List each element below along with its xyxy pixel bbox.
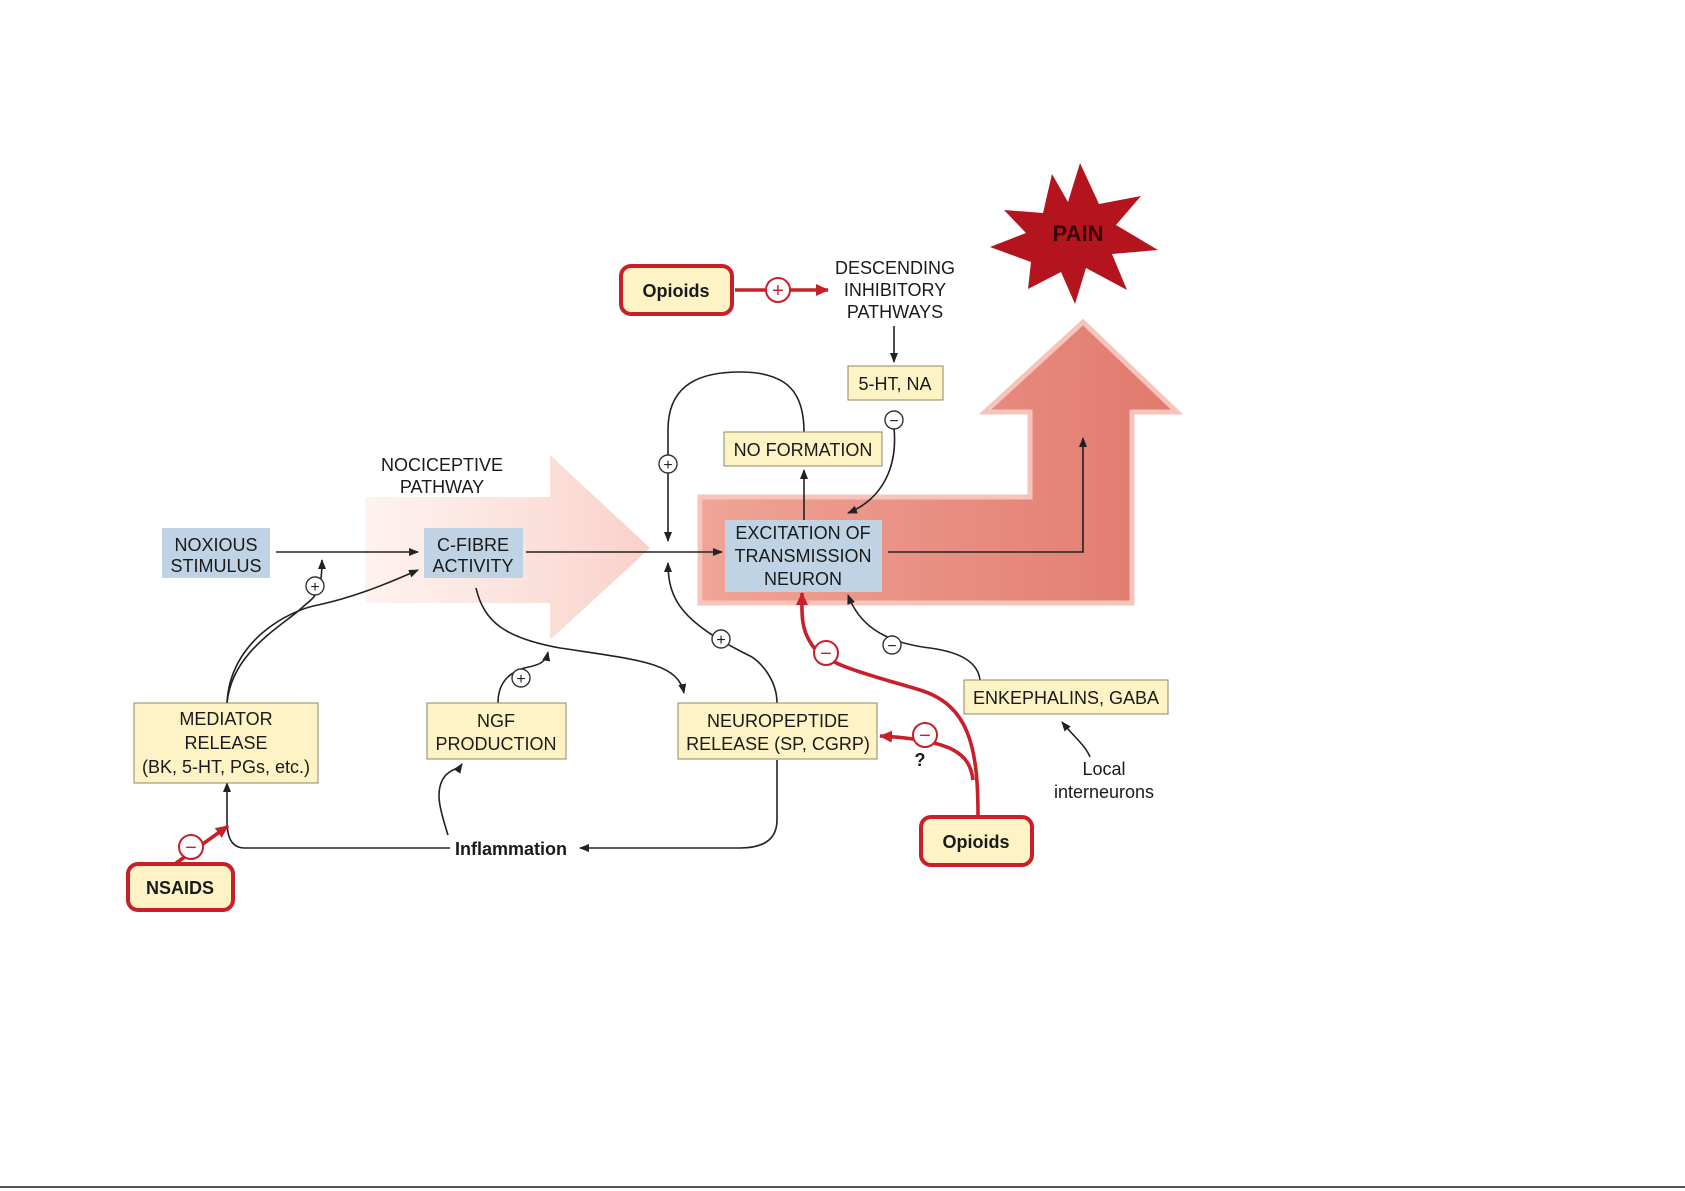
svg-text:+: + <box>772 280 784 302</box>
svg-text:NO FORMATION: NO FORMATION <box>734 440 873 460</box>
node-ngf-production: NGF PRODUCTION <box>426 702 567 760</box>
svg-text:+: + <box>716 632 725 649</box>
node-mediator-release: MEDIATOR RELEASE (BK, 5-HT, PGs, etc.) <box>133 702 319 784</box>
svg-text:NGF: NGF <box>477 711 515 731</box>
plus-sign-red-icon: + <box>765 277 791 303</box>
svg-text:interneurons: interneurons <box>1054 782 1154 802</box>
minus-sign-red-icon: − <box>912 722 938 748</box>
arrow-inflammation-to-mediator <box>223 782 450 849</box>
plus-sign-icon: + <box>305 576 325 596</box>
svg-text:NEUROPEPTIDE: NEUROPEPTIDE <box>707 711 849 731</box>
svg-text:ENKEPHALINS, GABA: ENKEPHALINS, GABA <box>973 688 1159 708</box>
drug-opioids-top: Opioids <box>619 264 734 316</box>
minus-sign-icon: − <box>882 635 902 655</box>
svg-text:STIMULUS: STIMULUS <box>170 556 261 576</box>
svg-text:NOCICEPTIVE: NOCICEPTIVE <box>381 455 503 475</box>
svg-text:−: − <box>919 725 931 747</box>
arrow-no-loop <box>664 371 805 542</box>
svg-text:ACTIVITY: ACTIVITY <box>432 556 513 576</box>
svg-text:EXCITATION OF: EXCITATION OF <box>735 523 870 543</box>
svg-text:+: + <box>663 457 672 474</box>
svg-text:+: + <box>310 579 319 596</box>
arrow-excitation-to-pain <box>888 437 1087 553</box>
bottom-border-line <box>0 1186 1685 1188</box>
svg-text:RELEASE: RELEASE <box>184 733 267 753</box>
arrow-5ht-to-excitation <box>847 427 896 514</box>
svg-text:Local: Local <box>1082 759 1125 779</box>
svg-text:(BK, 5-HT, PGs, etc.): (BK, 5-HT, PGs, etc.) <box>142 757 310 777</box>
drug-nsaids: NSAIDS <box>126 862 235 912</box>
svg-text:RELEASE (SP, CGRP): RELEASE (SP, CGRP) <box>686 734 870 754</box>
label-nociceptive-pathway: NOCICEPTIVE PATHWAY <box>381 455 503 497</box>
svg-text:−: − <box>185 837 197 859</box>
plus-sign-icon: + <box>658 454 678 474</box>
svg-text:C-FIBRE: C-FIBRE <box>437 535 509 555</box>
svg-text:TRANSMISSION: TRANSMISSION <box>734 546 871 566</box>
svg-text:Opioids: Opioids <box>643 281 710 301</box>
arrow-mediator-to-cfibre <box>226 569 419 704</box>
drug-opioids-bottom: Opioids <box>919 815 1034 867</box>
node-neuropeptide-release: NEUROPEPTIDE RELEASE (SP, CGRP) <box>677 702 878 760</box>
svg-text:PATHWAY: PATHWAY <box>400 477 484 497</box>
arrow-neuropeptide-loop <box>664 562 778 704</box>
sign-markers: + + + + − − + − − − <box>178 277 938 860</box>
svg-text:NEURON: NEURON <box>764 569 842 589</box>
plus-sign-icon: + <box>511 668 531 688</box>
arrow-neuropeptide-to-inflammation <box>579 760 778 852</box>
node-no-formation: NO FORMATION <box>723 431 883 467</box>
arrow-ngf-to-cfibre <box>497 651 551 704</box>
node-cfibre-activity: C-FIBRE ACTIVITY <box>424 528 523 578</box>
arrow-inflammation-to-ngf <box>438 763 463 836</box>
node-noxious-stimulus: NOXIOUS STIMULUS <box>162 528 270 578</box>
svg-text:DESCENDING: DESCENDING <box>835 258 955 278</box>
arrow-enkephalins-to-excitation <box>847 594 981 681</box>
svg-text:INHIBITORY: INHIBITORY <box>844 280 946 300</box>
plus-sign-icon: + <box>711 629 731 649</box>
minus-sign-icon: − <box>884 410 904 430</box>
node-5ht-na: 5-HT, NA <box>847 365 944 401</box>
svg-text:MEDIATOR: MEDIATOR <box>179 709 272 729</box>
svg-text:−: − <box>820 643 832 665</box>
minus-sign-red-icon: − <box>813 640 839 666</box>
label-local-interneurons: Local interneurons <box>1054 759 1154 802</box>
arrow-local-to-enkephalins <box>1061 721 1091 758</box>
arrow-opioids-to-excitation <box>795 592 980 816</box>
svg-text:PATHWAYS: PATHWAYS <box>847 302 943 322</box>
svg-text:+: + <box>516 671 525 688</box>
svg-text:Opioids: Opioids <box>943 832 1010 852</box>
label-question-mark: ? <box>915 750 926 770</box>
pain-star-icon <box>990 163 1158 304</box>
node-excitation-transmission-neuron: EXCITATION OF TRANSMISSION NEURON <box>725 520 882 592</box>
label-descending-inhibitory-pathways: DESCENDING INHIBITORY PATHWAYS <box>835 258 955 322</box>
svg-text:NOXIOUS: NOXIOUS <box>174 535 257 555</box>
node-enkephalins-gaba: ENKEPHALINS, GABA <box>963 679 1169 715</box>
svg-text:−: − <box>889 413 898 430</box>
svg-text:5-HT, NA: 5-HT, NA <box>858 374 931 394</box>
arrow-cfibre-to-neuropeptide <box>475 587 687 694</box>
pain-label: PAIN <box>1053 221 1104 246</box>
svg-text:PRODUCTION: PRODUCTION <box>436 734 557 754</box>
minus-sign-red-icon: − <box>178 834 204 860</box>
arrow-opioids-to-neuropeptide <box>879 730 975 781</box>
label-inflammation: Inflammation <box>455 839 567 859</box>
svg-text:NSAIDS: NSAIDS <box>146 878 214 898</box>
svg-text:−: − <box>887 638 896 655</box>
